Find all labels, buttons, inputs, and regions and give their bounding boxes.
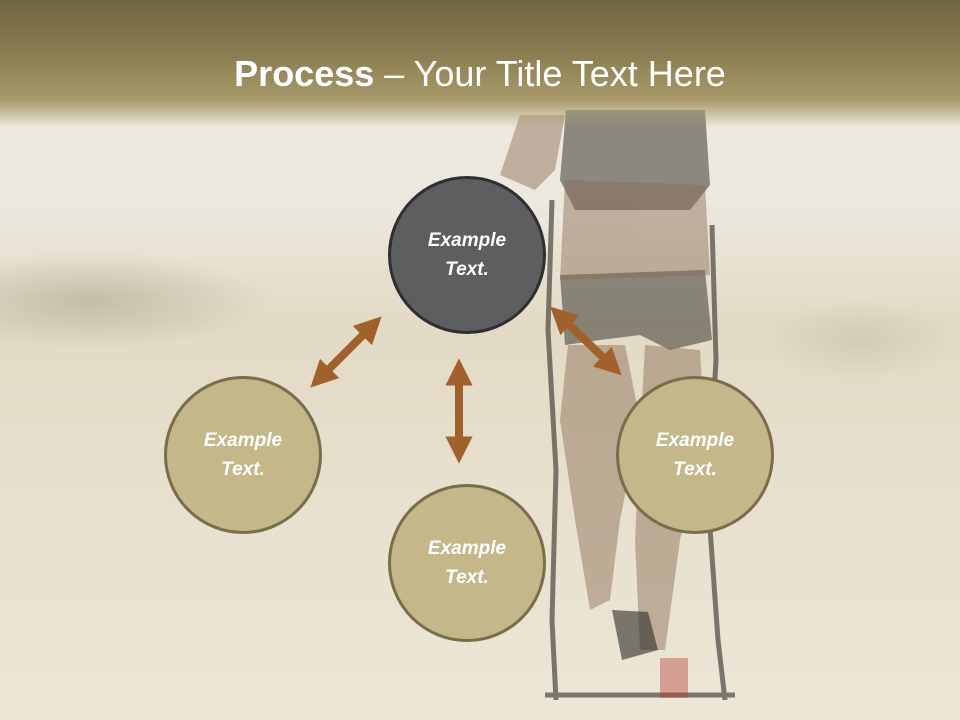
- arrow-top-right: [550, 306, 622, 376]
- title-bar: [0, 0, 960, 128]
- node-right-line1: Example: [655, 430, 735, 451]
- node-top-line1: Example: [427, 230, 507, 251]
- node-left-line2: Text.: [221, 459, 265, 480]
- node-top-line2: Text.: [445, 259, 489, 280]
- node-bottom-line1: Example: [427, 538, 507, 559]
- title-bold: Process: [234, 53, 375, 94]
- node-bottom-line2: Text.: [445, 567, 489, 588]
- title-rest: – Your Title Text Here: [374, 53, 726, 94]
- arrow-top-left: [310, 316, 382, 388]
- node-right-line2: Text.: [673, 459, 717, 480]
- node-left-line1: Example: [203, 430, 283, 451]
- page-title: Process – Your Title Text Here: [0, 52, 960, 96]
